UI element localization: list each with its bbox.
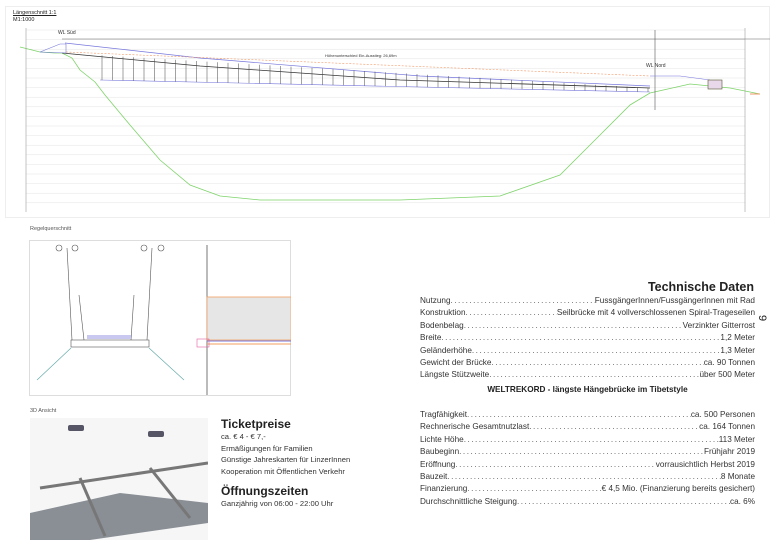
dot-leader xyxy=(459,446,704,458)
deck-line xyxy=(61,52,651,89)
dot-leader xyxy=(472,345,721,357)
profile-scale: M1:1000 xyxy=(13,17,35,23)
tech-key: Eröffnung xyxy=(420,459,456,469)
dot-leader xyxy=(464,320,683,332)
ticket-line: Günstige Jahreskarten für LinzerInnen xyxy=(221,455,351,464)
tech-value: FussgängerInnen/FussgängerInnen mit Rad xyxy=(594,296,755,305)
dot-leader xyxy=(467,483,601,495)
dot-leader xyxy=(451,295,595,307)
tech-value: 1,3 Meter xyxy=(720,345,755,355)
tech-table-1: Nutzung FussgängerInnen/FussgängerInnen m… xyxy=(420,295,755,382)
dot-leader xyxy=(467,409,691,421)
tech-row: Baubeginn Frühjahr 2019 xyxy=(420,446,755,458)
tech-value: € 4,5 Mio. (Finanzierung bereits gesiche… xyxy=(601,484,755,494)
tech-row: Durchschnittliche Steigung ca. 6% xyxy=(420,496,755,508)
tech-row: Rechnerische Gesamtnutzlast ca. 164 Tonne… xyxy=(420,421,755,433)
dot-leader xyxy=(441,332,720,344)
view3d-image xyxy=(30,418,208,540)
tech-value: 1,2 Meter xyxy=(720,333,755,343)
station-south-label: WL Süd xyxy=(58,30,76,36)
height-note: Höhenunterschied Ein-Ausstieg: 26,69m xyxy=(325,53,397,58)
tech-key: Breite xyxy=(420,333,442,343)
tech-value: ca. 90 Tonnen xyxy=(703,358,755,368)
tech-key: Konstruktion xyxy=(420,308,466,318)
tech-key: Lichte Höhe xyxy=(420,434,464,444)
ticket-line: ca. € 4 - € 7,- xyxy=(221,432,266,441)
dot-leader xyxy=(455,459,655,471)
tech-row: Längste Stützweite über 500 Meter xyxy=(420,369,755,381)
tech-value: ca. 500 Personen xyxy=(690,410,755,419)
tech-title: Technische Daten xyxy=(647,280,754,294)
tech-table-2: Tragfähigkeit ca. 500 PersonenRechnerisch… xyxy=(420,409,755,508)
tech-key: Tragfähigkeit xyxy=(420,410,468,419)
profile-title: Längenschnitt 1:1 xyxy=(13,10,57,16)
tech-key: Rechnerische Gesamtnutzlast xyxy=(420,422,530,432)
tech-row: Breite 1,2 Meter xyxy=(420,332,755,344)
tech-row: Bodenbelag Verzinkter Gitterrost xyxy=(420,320,755,332)
tech-key: Bauzeit xyxy=(420,472,448,482)
cross-section-drawing xyxy=(29,240,291,396)
ticket-line: Ermäßigungen für Familien xyxy=(221,443,313,453)
tech-row: Nutzung FussgängerInnen/FussgängerInnen m… xyxy=(420,295,755,307)
ticket-line: Kooperation mit Öffentlichen Verkehr xyxy=(221,466,345,476)
tech-key: Durchschnittliche Steigung xyxy=(420,496,517,506)
tech-row: Konstruktion Seilbrücke mit 4 vollverschl… xyxy=(420,307,755,319)
tech-row: Finanzierung € 4,5 Mio. (Finanzierung ber… xyxy=(420,483,755,495)
tech-key: Bodenbelag xyxy=(420,320,464,330)
tickets-title: Ticketpreise xyxy=(221,417,291,431)
tech-value: 8 Monate xyxy=(720,472,755,482)
station-north-label: WL Nord xyxy=(646,63,666,69)
tech-row: Eröffnung vorrausichtlich Herbst 2019 xyxy=(420,459,755,471)
tech-value: 113 Meter xyxy=(718,434,755,444)
record-note: WELTREKORD - längste Hängebrücke im Tibe… xyxy=(487,385,688,394)
tech-row: Geländerhöhe 1,3 Meter xyxy=(420,345,755,357)
page-number: 9 xyxy=(756,314,769,322)
tech-value: ca. 164 Tonnen xyxy=(699,422,755,432)
grid-lines xyxy=(26,29,745,204)
view3d-title: 3D Ansicht xyxy=(30,408,57,414)
tech-row: Bauzeit 8 Monate xyxy=(420,471,755,483)
profile-drawing xyxy=(19,28,770,212)
dot-leader xyxy=(491,357,703,369)
tech-key: Längste Stützweite xyxy=(420,370,490,380)
tech-value: Seilbrücke mit 4 vollverschlossenen Spir… xyxy=(556,308,755,318)
hours-title: Öffnungszeiten xyxy=(221,484,309,498)
tech-key: Finanzierung xyxy=(420,484,468,494)
tech-value: Verzinkter Gitterrost xyxy=(682,320,755,330)
tech-value: ca. 6% xyxy=(729,496,755,506)
tech-key: Nutzung xyxy=(420,296,451,305)
dot-leader xyxy=(447,471,721,483)
tech-value: über 500 Meter xyxy=(699,370,755,380)
dot-leader xyxy=(489,369,699,381)
tech-row: Lichte Höhe 113 Meter xyxy=(420,434,755,446)
tech-value: vorrausichtlich Herbst 2019 xyxy=(655,459,755,469)
dot-leader xyxy=(466,307,557,319)
dashed-line xyxy=(65,51,651,77)
dot-leader xyxy=(464,434,719,446)
cross-section-title: Regelquerschnitt xyxy=(30,226,72,232)
tech-row: Tragfähigkeit ca. 500 Personen xyxy=(420,409,755,421)
tech-key: Gewicht der Brücke xyxy=(420,358,492,368)
dot-leader xyxy=(517,496,730,508)
tech-row: Gewicht der Brücke ca. 90 Tonnen xyxy=(420,357,755,369)
dot-leader xyxy=(529,421,699,433)
tech-key: Baubeginn xyxy=(420,447,460,457)
terrain-line xyxy=(19,46,761,201)
hours-text: Ganzjährig von 06:00 - 22:00 Uhr xyxy=(221,499,334,508)
tech-key: Geländerhöhe xyxy=(420,345,472,355)
tech-value: Frühjahr 2019 xyxy=(704,447,755,457)
